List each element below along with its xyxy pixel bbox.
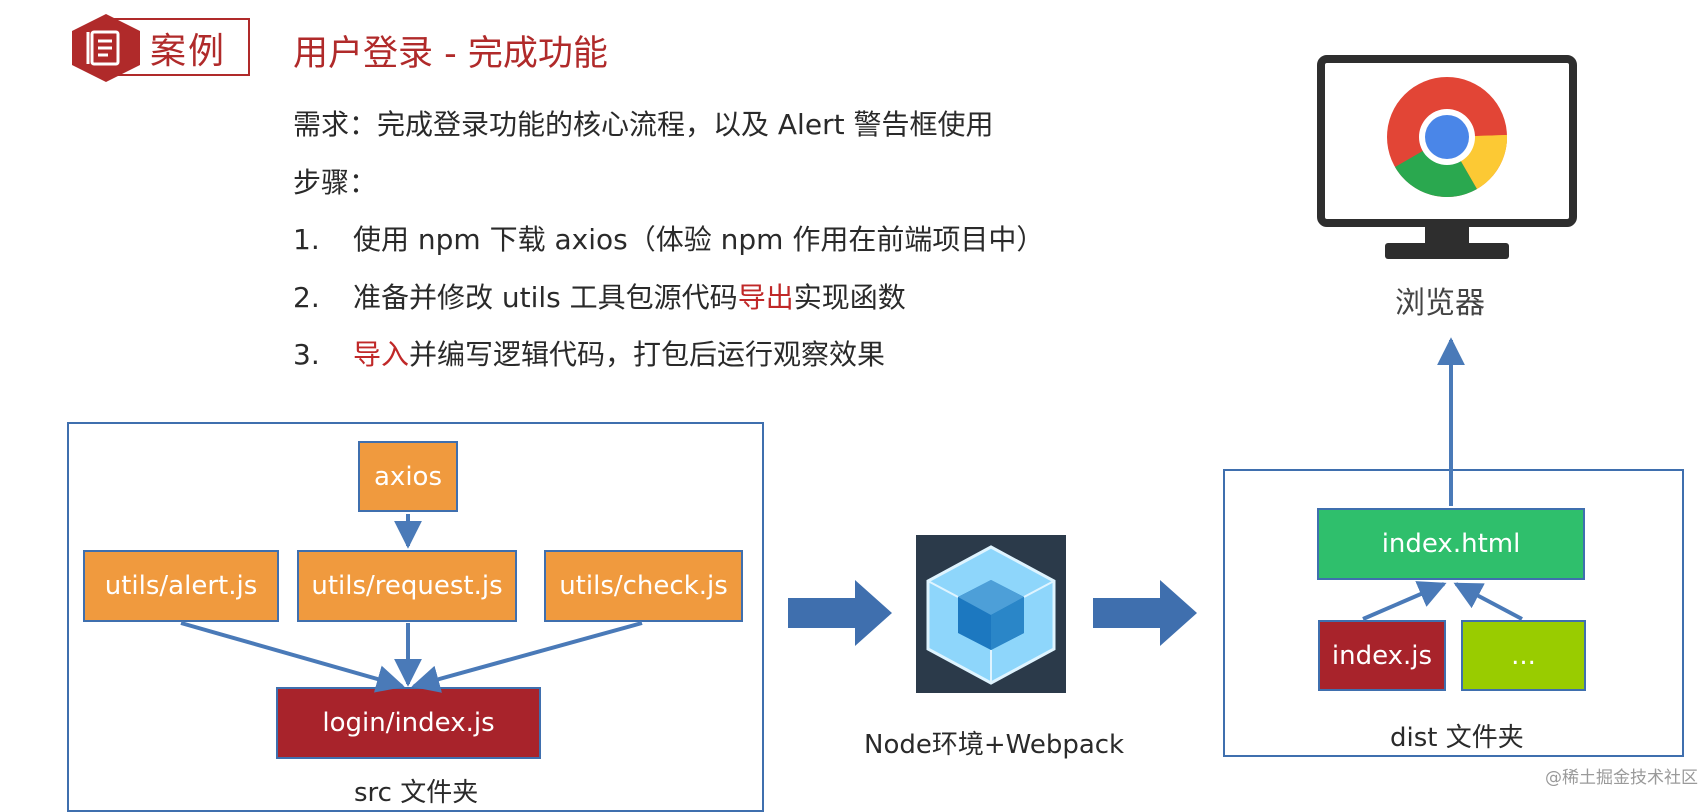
index-html-box: index.html bbox=[1317, 508, 1585, 580]
alert-js-box: utils/alert.js bbox=[83, 550, 279, 622]
step-2: 2. 准备并修改 utils 工具包源代码导出实现函数 bbox=[293, 276, 906, 316]
webpack-cube-icon bbox=[916, 535, 1066, 693]
dist-folder-caption: dist 文件夹 bbox=[1390, 723, 1524, 753]
check-js-box: utils/check.js bbox=[544, 550, 743, 622]
badge-label: 案例 bbox=[150, 31, 227, 72]
steps-label: 步骤： bbox=[293, 166, 378, 199]
step-text-after: 实现函数 bbox=[793, 281, 906, 314]
axios-box: axios bbox=[358, 441, 458, 512]
step-number: 2. bbox=[293, 281, 320, 314]
webpack-caption: Node环境+Webpack bbox=[864, 730, 1125, 760]
step-3: 3. 导入并编写逻辑代码，打包后运行观察效果 bbox=[293, 333, 885, 373]
login-index-js-box: login/index.js bbox=[276, 687, 541, 759]
step-1: 1. 使用 npm 下载 axios（体验 npm 作用在前端项目中） bbox=[293, 218, 1044, 258]
requirement-text: 需求：完成登录功能的核心流程，以及 Alert 警告框使用 bbox=[293, 108, 994, 141]
step-text: 准备并修改 utils 工具包源代码 bbox=[353, 281, 738, 314]
watermark: @稀土掘金技术社区 bbox=[1545, 768, 1698, 788]
browser-caption: 浏览器 bbox=[1395, 286, 1485, 321]
document-icon bbox=[72, 14, 140, 82]
page-title: 用户登录 - 完成功能 bbox=[293, 34, 608, 74]
dist-folder-frame bbox=[1223, 469, 1684, 757]
index-js-box: index.js bbox=[1318, 620, 1446, 691]
block-arrow-src-to-webpack bbox=[788, 580, 892, 646]
src-folder-caption: src 文件夹 bbox=[354, 778, 479, 808]
step-highlight: 导出 bbox=[737, 281, 794, 314]
chrome-monitor-icon bbox=[1317, 55, 1577, 259]
step-number: 3. bbox=[293, 338, 320, 371]
step-text: 使用 npm 下载 axios（体验 npm 作用在前端项目中） bbox=[353, 223, 1045, 256]
request-js-box: utils/request.js bbox=[297, 550, 517, 622]
block-arrow-webpack-to-dist bbox=[1093, 580, 1197, 646]
more-files-box: ... bbox=[1461, 620, 1586, 691]
step-highlight: 导入 bbox=[353, 338, 410, 371]
step-text-after: 并编写逻辑代码，打包后运行观察效果 bbox=[409, 338, 886, 371]
step-number: 1. bbox=[293, 223, 320, 256]
